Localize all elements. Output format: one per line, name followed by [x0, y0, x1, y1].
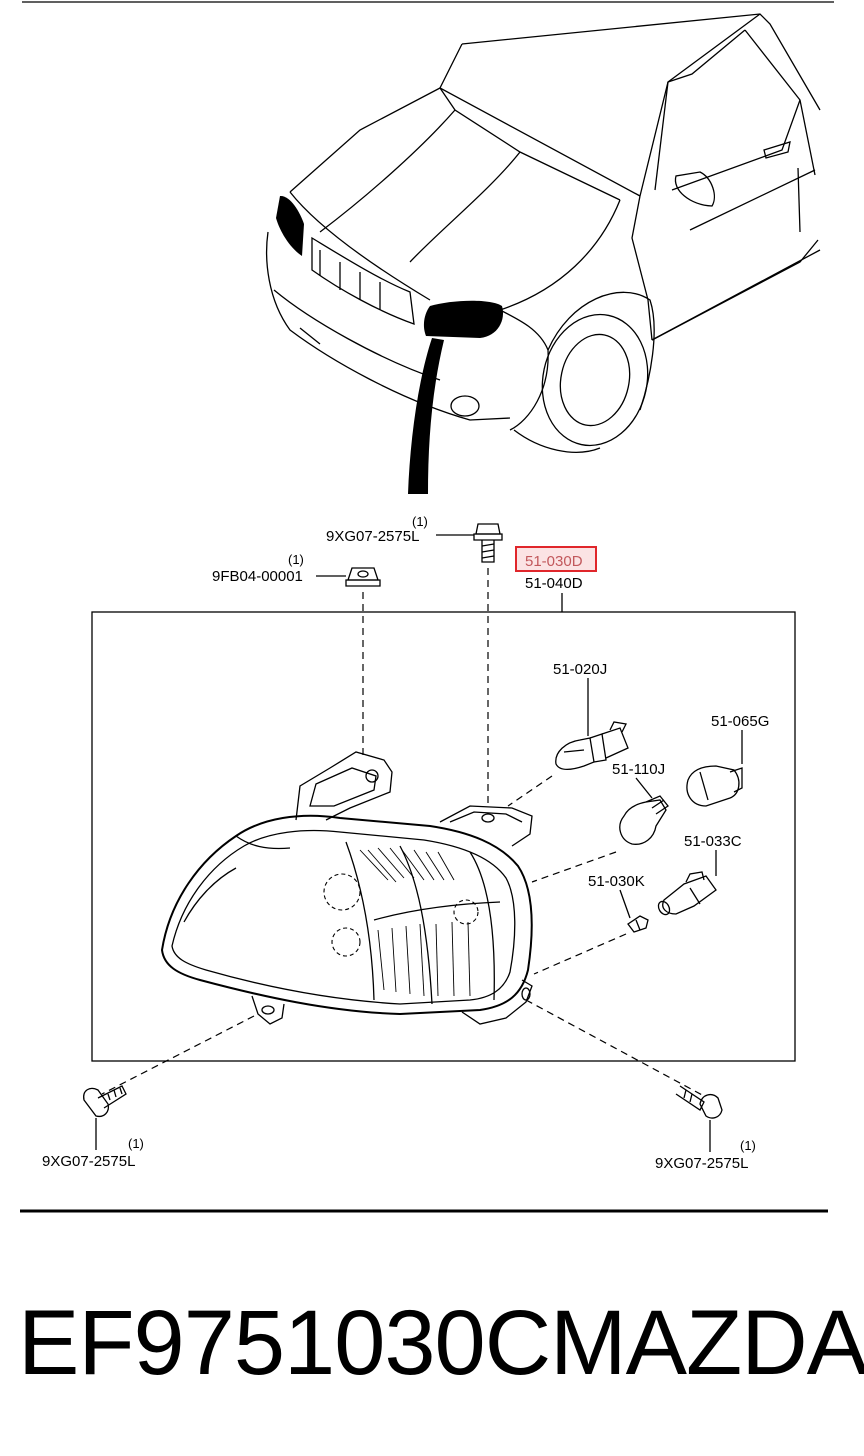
bulb-pos-icon [627, 915, 649, 933]
headlamp-l-code: 51-040D [525, 575, 583, 592]
bulb-turn-icon [619, 795, 669, 845]
bolt-left-code: 9XG07-2575L [42, 1153, 135, 1170]
headlamp-r-code: 51-030D [525, 553, 583, 570]
bolt-right-icon [675, 1085, 723, 1119]
bolt-left-icon [83, 1085, 127, 1118]
bolt-top-qty: (1) [412, 514, 428, 529]
socket-pos-icon [657, 871, 717, 916]
part-number: EF9751030C [18, 1292, 551, 1394]
headlamp-code-highlight [515, 546, 597, 572]
socket-turn-icon [686, 765, 743, 807]
socket-pos-code: 51-033C [684, 833, 742, 850]
bolt-right-qty: (1) [740, 1138, 756, 1153]
assembly-frame [91, 611, 796, 1062]
bulb-main-icon [555, 721, 629, 771]
bolt-right-code: 9XG07-2575L [655, 1155, 748, 1172]
socket-turn-code: 51-065G [711, 713, 769, 730]
nut-qty: (1) [288, 552, 304, 567]
bulb-main-code: 51-020J [553, 661, 607, 678]
nut-code: 9FB04-00001 [212, 568, 303, 585]
nut-icon [345, 567, 381, 587]
bolt-left-qty: (1) [128, 1136, 144, 1151]
bolt-top-icon [473, 523, 503, 563]
bolt-top-code: 9XG07-2575L [326, 528, 419, 545]
brand-name: MAZDA [550, 1292, 864, 1394]
bulb-turn-code: 51-110J [612, 761, 665, 778]
vehicle-illustration [266, 13, 821, 494]
headlamp-assembly [160, 751, 533, 1025]
bulb-pos-code: 51-030K [588, 873, 645, 890]
